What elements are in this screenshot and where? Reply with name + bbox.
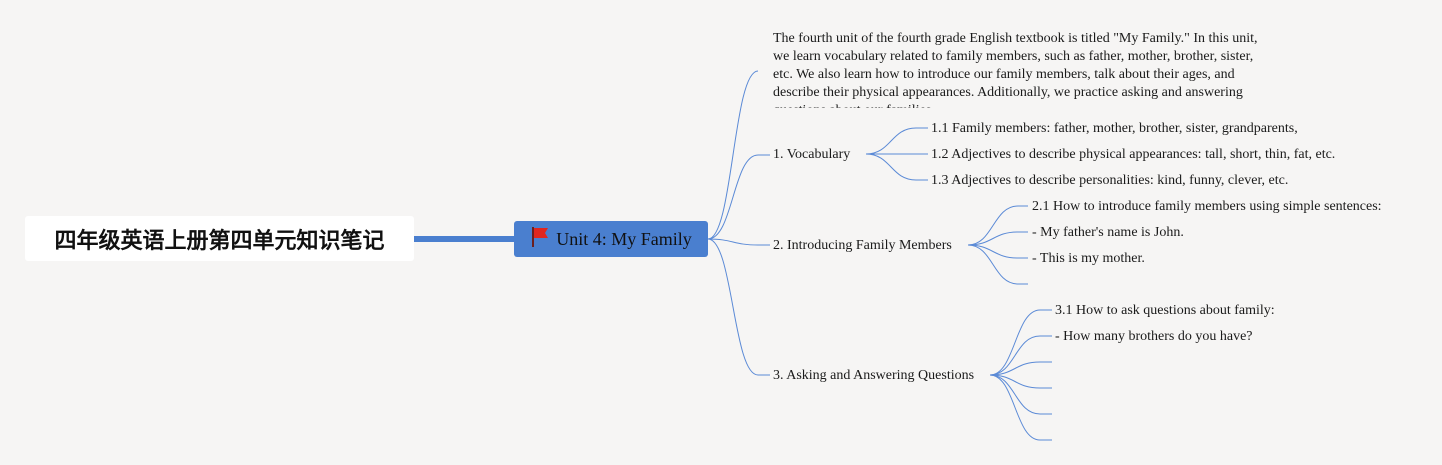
summary-node[interactable]: The fourth unit of the fourth grade Engl… — [773, 30, 1273, 108]
leaf-node[interactable]: - My father's name is John. — [1032, 224, 1184, 242]
leaf-link-3-3 — [989, 374, 1052, 389]
leaf-link-2-0 — [967, 205, 1028, 246]
leaf-link-1-2 — [865, 153, 928, 181]
leaf-label: 1.2 Adjectives to describe physical appe… — [931, 147, 1336, 162]
root-topic-label: 四年级英语上册第四单元知识笔记 — [54, 228, 385, 254]
leaf-label: 1.1 Family members: father, mother, brot… — [931, 121, 1298, 136]
root-topic[interactable]: 四年级英语上册第四单元知识笔记 — [25, 216, 414, 261]
leaf-link-2-1 — [967, 231, 1028, 246]
leaf-link-3-1 — [989, 335, 1052, 376]
leaf-node[interactable]: 3.1 How to ask questions about family: — [1055, 302, 1275, 320]
branch-label: 3. Asking and Answering Questions — [773, 368, 975, 383]
leaf-label: 1.3 Adjectives to describe personalities… — [931, 173, 1289, 188]
leaf-label: - This is my mother. — [1032, 251, 1145, 266]
branch-link-1 — [707, 154, 770, 240]
branch-label: 1. Vocabulary — [773, 147, 851, 162]
branch-link-3 — [707, 238, 770, 376]
branch-label: 2. Introducing Family Members — [773, 238, 952, 253]
leaf-node[interactable]: 1.2 Adjectives to describe physical appe… — [931, 146, 1335, 164]
leaf-link-3-4 — [989, 374, 1052, 415]
summary-text: The fourth unit of the fourth grade Engl… — [773, 31, 1258, 108]
branch-link-2 — [707, 238, 770, 246]
central-topic-label: Unit 4: My Family — [556, 228, 692, 249]
branch-asking-and-answering[interactable]: 3. Asking and Answering Questions — [773, 367, 974, 385]
branch-link-summary — [707, 70, 759, 240]
branch-vocabulary[interactable]: 1. Vocabulary — [773, 146, 850, 164]
leaf-label: 3.1 How to ask questions about family: — [1055, 303, 1275, 318]
branch-introducing-family-members[interactable]: 2. Introducing Family Members — [773, 237, 952, 255]
leaf-node[interactable]: 1.3 Adjectives to describe personalities… — [931, 172, 1288, 190]
leaf-label: - How many brothers do you have? — [1055, 329, 1253, 344]
leaf-link-1-0 — [865, 127, 928, 155]
leaf-node[interactable]: - This is my mother. — [1032, 250, 1145, 268]
leaf-label: 2.1 How to introduce family members usin… — [1032, 199, 1382, 214]
leaf-link-2-2 — [967, 244, 1028, 259]
central-topic[interactable]: Unit 4: My Family — [514, 221, 708, 257]
leaf-link-3-2 — [989, 361, 1052, 376]
leaf-node[interactable]: 2.1 How to introduce family members usin… — [1032, 198, 1382, 216]
red-flag-icon — [530, 226, 550, 253]
leaf-node[interactable]: - How many brothers do you have? — [1055, 328, 1253, 346]
leaf-link-3-5 — [989, 374, 1052, 441]
leaf-link-2-3 — [967, 244, 1028, 285]
leaf-node[interactable]: 1.1 Family members: father, mother, brot… — [931, 120, 1298, 138]
leaf-link-3-0 — [989, 309, 1052, 376]
leaf-label: - My father's name is John. — [1032, 225, 1184, 240]
